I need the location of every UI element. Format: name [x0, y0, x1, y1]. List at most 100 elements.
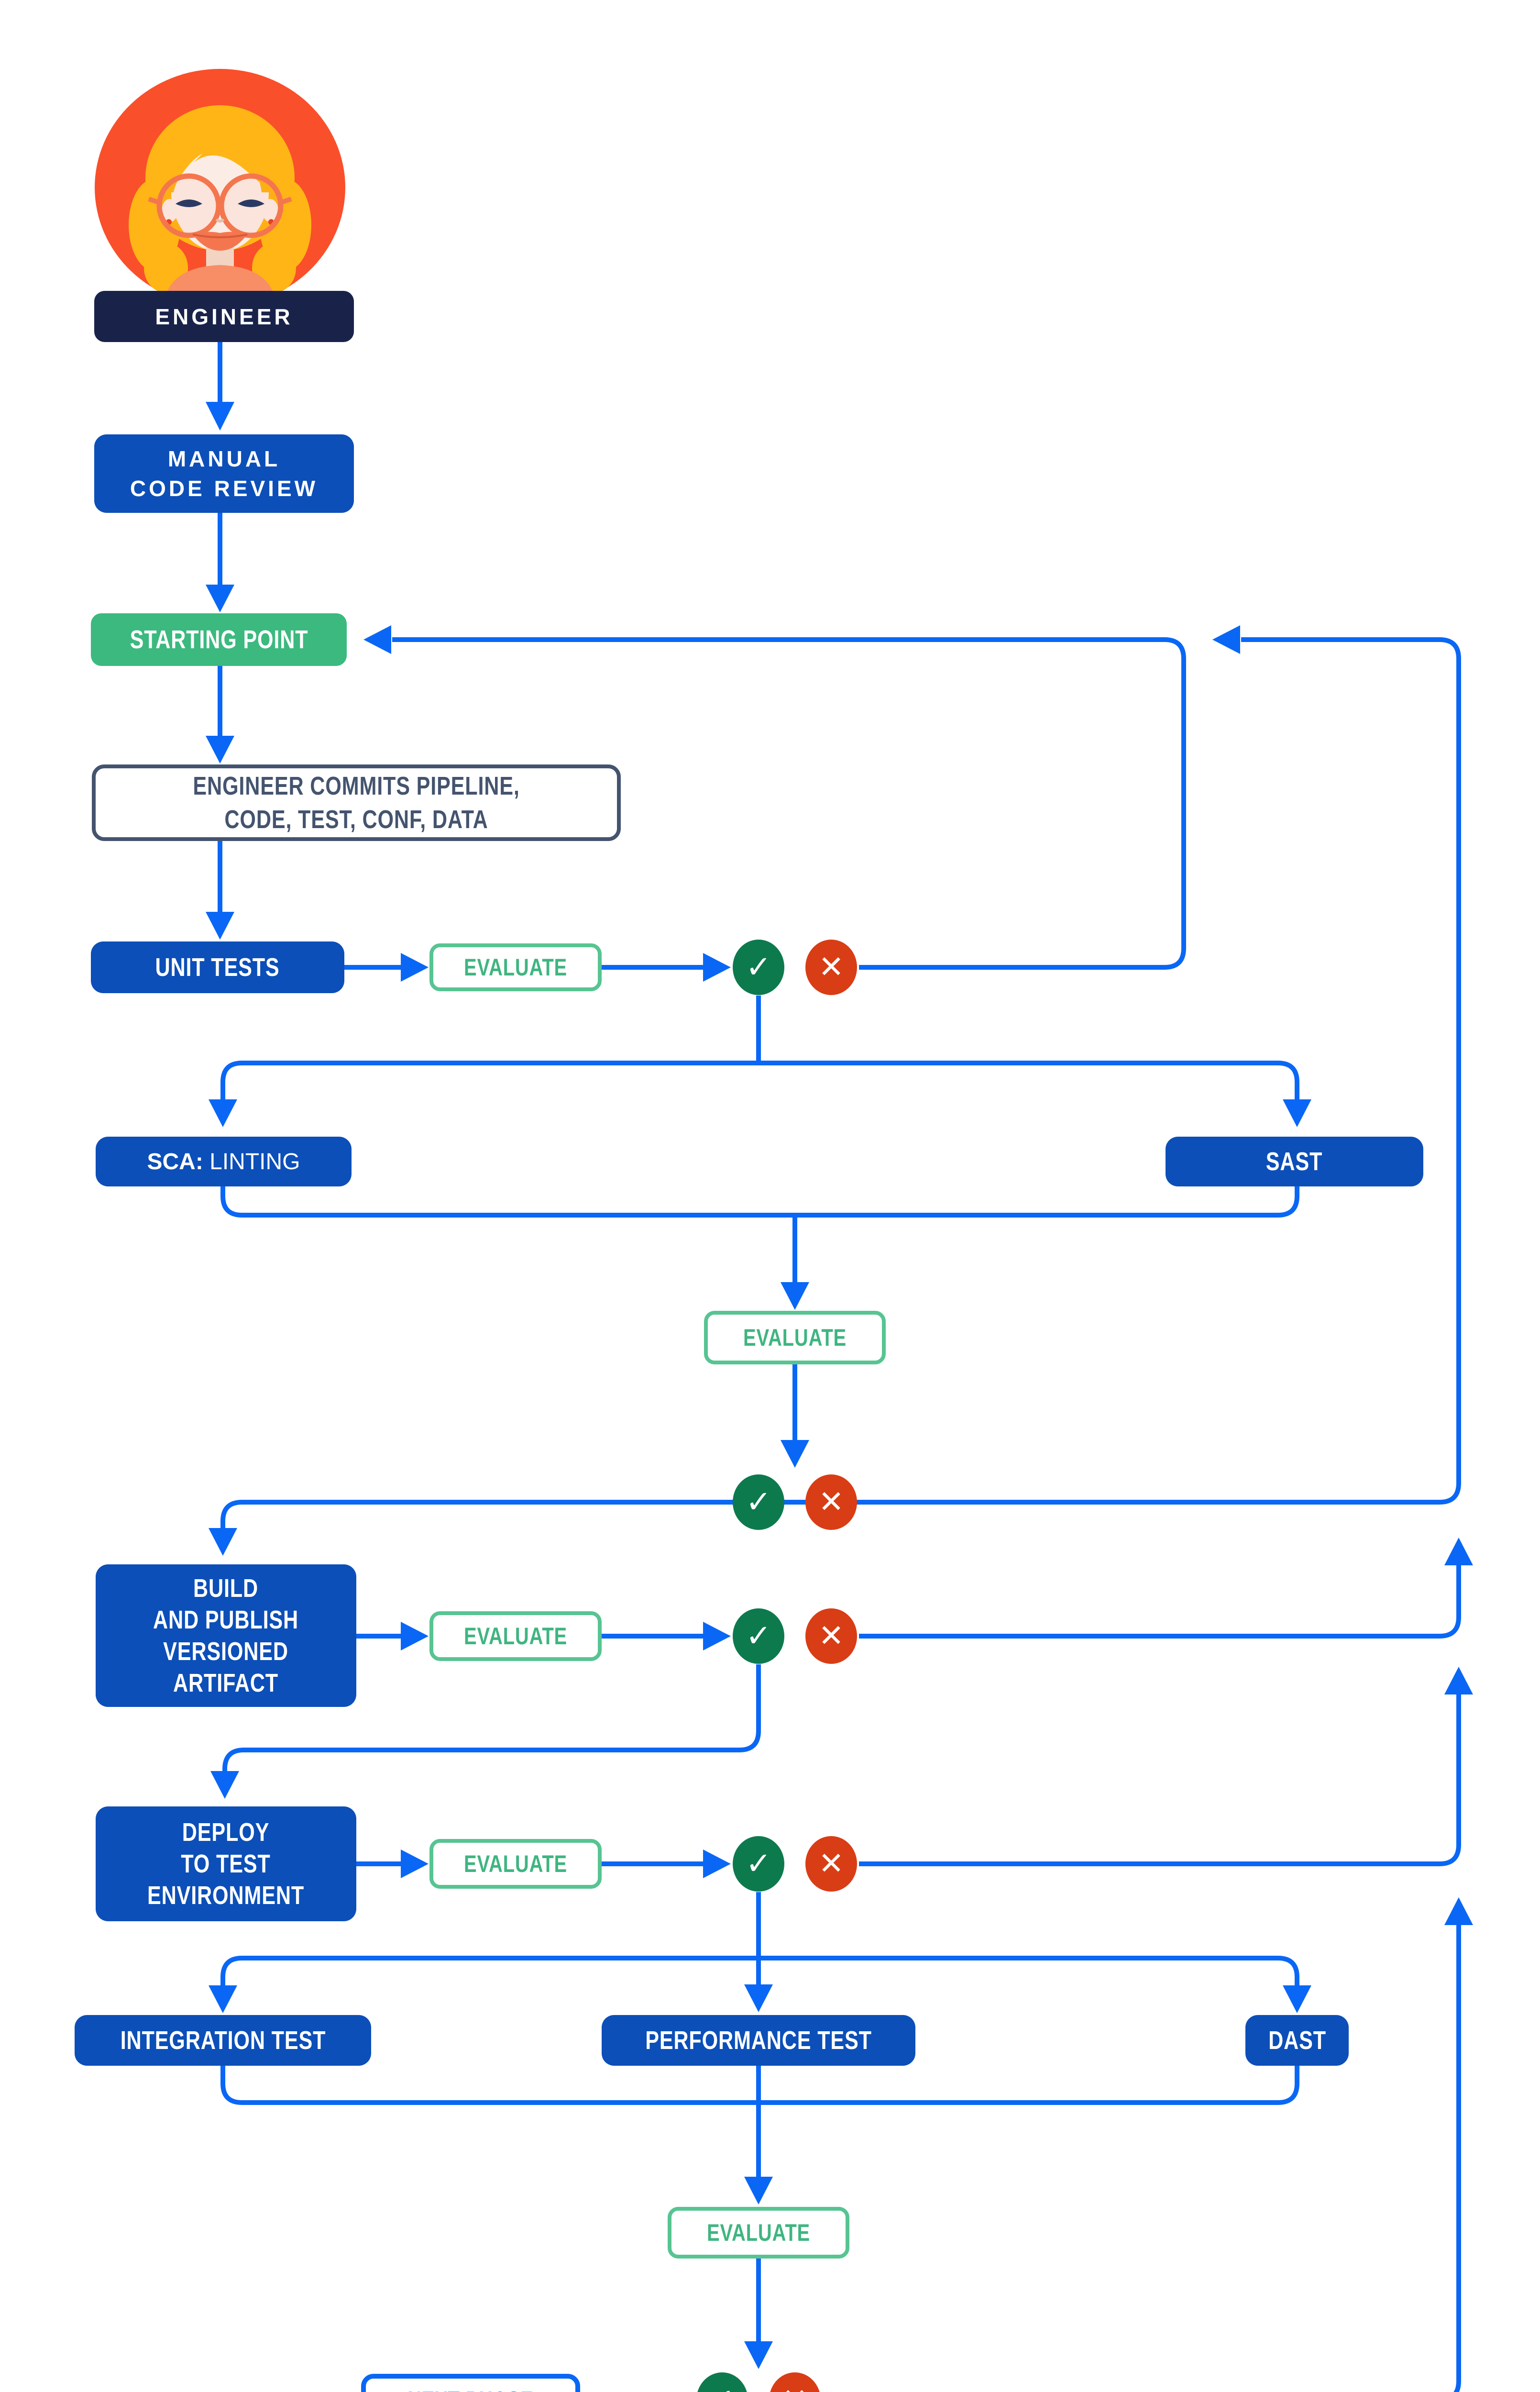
evaluate-tests-box: EVALUATE [668, 2207, 849, 2259]
sca-prefix: SCA: [147, 1149, 203, 1174]
evaluate-text: EVALUATE [463, 1850, 568, 1877]
connector-final-row-and-fail5-return [1453, 1924, 1461, 2392]
evaluate-build-box: EVALUATE [429, 1611, 602, 1661]
sca-rest: LINTING [203, 1149, 300, 1174]
engineer-avatar [93, 67, 347, 302]
x-glyph: ✕ [782, 2382, 808, 2392]
engineer-commits-box: ENGINEER COMMITS PIPELINE, CODE, TEST, C… [92, 764, 621, 841]
arrowhead-right-icons3 [703, 1622, 731, 1650]
performance-test-text: PERFORMANCE TEST [645, 2026, 872, 2055]
arrowhead-right-evaluate1 [401, 953, 429, 982]
arrowhead-down-sca [209, 1099, 237, 1127]
arrowhead-down-integration [209, 1985, 237, 2013]
connector-fail4-return [859, 1694, 1461, 1866]
evaluate-unit-tests-box: EVALUATE [429, 943, 602, 991]
build-publish-artifact-box: BUILD AND PUBLISH VERSIONED ARTIFACT [96, 1564, 356, 1707]
arrowhead-left-outer-return [1212, 625, 1240, 654]
arrowhead-down-evaluate2 [781, 1282, 809, 1310]
evaluate-text: EVALUATE [706, 2219, 811, 2246]
arrowhead-down-deploy [210, 1771, 239, 1799]
arrowhead-left-starting-return [363, 625, 391, 654]
arrowhead-down-starting [206, 585, 234, 612]
check-glyph: ✓ [746, 1618, 771, 1654]
unit-tests-text: UNIT TESTS [155, 953, 280, 982]
sca-linting-box: SCA: LINTING [96, 1137, 352, 1186]
connector-fail2-return-outer [220, 637, 1461, 1529]
integration-test-box: INTEGRATION TEST [75, 2015, 371, 2066]
arrowhead-down-icons5 [744, 2341, 773, 2369]
next-phase-text: NEXT PHASE [407, 2386, 534, 2392]
fail-icon: ✕ [805, 1836, 857, 1892]
manual-code-review-text: MANUAL CODE REVIEW [130, 444, 318, 503]
arrowhead-down-evaluate5 [744, 2177, 773, 2204]
arrowhead-down-icons2 [781, 1440, 809, 1468]
sast-box: SAST [1166, 1137, 1423, 1186]
arrowhead-down-build [209, 1528, 237, 1556]
sca-linting-text: SCA: LINTING [147, 1149, 300, 1175]
arrowhead-down-manual [206, 402, 234, 431]
pass-icon: ✓ [733, 1836, 784, 1892]
label-line: ARTIFACT [173, 1669, 279, 1697]
starting-point-box: STARTING POINT [91, 613, 347, 666]
connector-fail1-return-to-starting [392, 637, 1186, 970]
arrowhead-right-icons1 [703, 953, 731, 982]
arrowhead-up-fail5 [1444, 1897, 1473, 1925]
label-line: DEPLOY [182, 1818, 270, 1847]
fail-icon: ✕ [805, 940, 857, 995]
deploy-test-env-box: DEPLOY TO TEST ENVIRONMENT [96, 1806, 356, 1921]
label-line: ENVIRONMENT [147, 1881, 305, 1910]
sast-text: SAST [1266, 1147, 1323, 1176]
unit-tests-box: UNIT TESTS [91, 941, 344, 993]
check-glyph: ✓ [746, 1484, 771, 1520]
arrowhead-down-commit [206, 736, 234, 764]
arrowhead-right-evaluate4 [401, 1849, 429, 1878]
connector-split-sca-sast [220, 1061, 1299, 1100]
fail-icon: ✕ [805, 1474, 857, 1530]
label-line: CODE REVIEW [130, 476, 319, 501]
starting-point-text: STARTING POINT [130, 625, 308, 654]
arrowhead-down-unit-tests [206, 912, 234, 940]
evaluate-text: EVALUATE [463, 1623, 568, 1650]
label-line: MANUAL [167, 446, 281, 471]
check-glyph: ✓ [709, 2382, 735, 2392]
label-line: VERSIONED [163, 1637, 289, 1666]
deploy-text: DEPLOY TO TEST ENVIRONMENT [147, 1816, 304, 1911]
check-glyph: ✓ [746, 950, 771, 985]
engineer-woman-avatar-icon [95, 69, 345, 302]
connector-fail3-return [859, 1564, 1461, 1639]
dast-text: DAST [1268, 2026, 1326, 2055]
label-line: BUILD [193, 1574, 259, 1603]
pass-icon: ✓ [733, 1608, 784, 1664]
arrowhead-down-dast [1283, 1985, 1311, 2013]
check-glyph: ✓ [746, 1846, 771, 1882]
pass-icon: ✓ [733, 940, 784, 995]
performance-test-box: PERFORMANCE TEST [602, 2015, 915, 2066]
build-publish-text: BUILD AND PUBLISH VERSIONED ARTIFACT [153, 1573, 298, 1699]
label-line: CODE, TEST, CONF, DATA [224, 805, 488, 834]
arrowhead-up-fail3 [1444, 1538, 1473, 1565]
dast-box: DAST [1245, 2015, 1349, 2066]
integration-test-text: INTEGRATION TEST [120, 2026, 326, 2055]
evaluate-static-box: EVALUATE [704, 1311, 886, 1364]
connector-split-tests [220, 1956, 1299, 1986]
fail-icon: ✕ [805, 1608, 857, 1664]
arrowhead-down-performance [744, 1984, 773, 2012]
connector-pass3-to-deploy [222, 1664, 761, 1772]
x-glyph: ✕ [818, 1846, 844, 1882]
next-phase-box: NEXT PHASE [361, 2374, 580, 2392]
evaluate-text: EVALUATE [743, 1324, 847, 1351]
engineer-label: ENGINEER [94, 291, 354, 342]
engineer-commits-text: ENGINEER COMMITS PIPELINE, CODE, TEST, C… [193, 769, 519, 836]
label-line: TO TEST [181, 1849, 271, 1878]
evaluate-deploy-box: EVALUATE [429, 1839, 602, 1889]
pass-icon: ✓ [733, 1474, 784, 1530]
engineer-label-text: ENGINEER [155, 304, 293, 329]
arrowhead-down-sast [1283, 1099, 1311, 1127]
connector-merge-sca-sast [220, 1186, 1299, 1218]
label-line: AND PUBLISH [153, 1606, 299, 1634]
x-glyph: ✕ [818, 950, 844, 985]
x-glyph: ✕ [818, 1618, 844, 1654]
label-line: ENGINEER COMMITS PIPELINE, [193, 772, 520, 800]
